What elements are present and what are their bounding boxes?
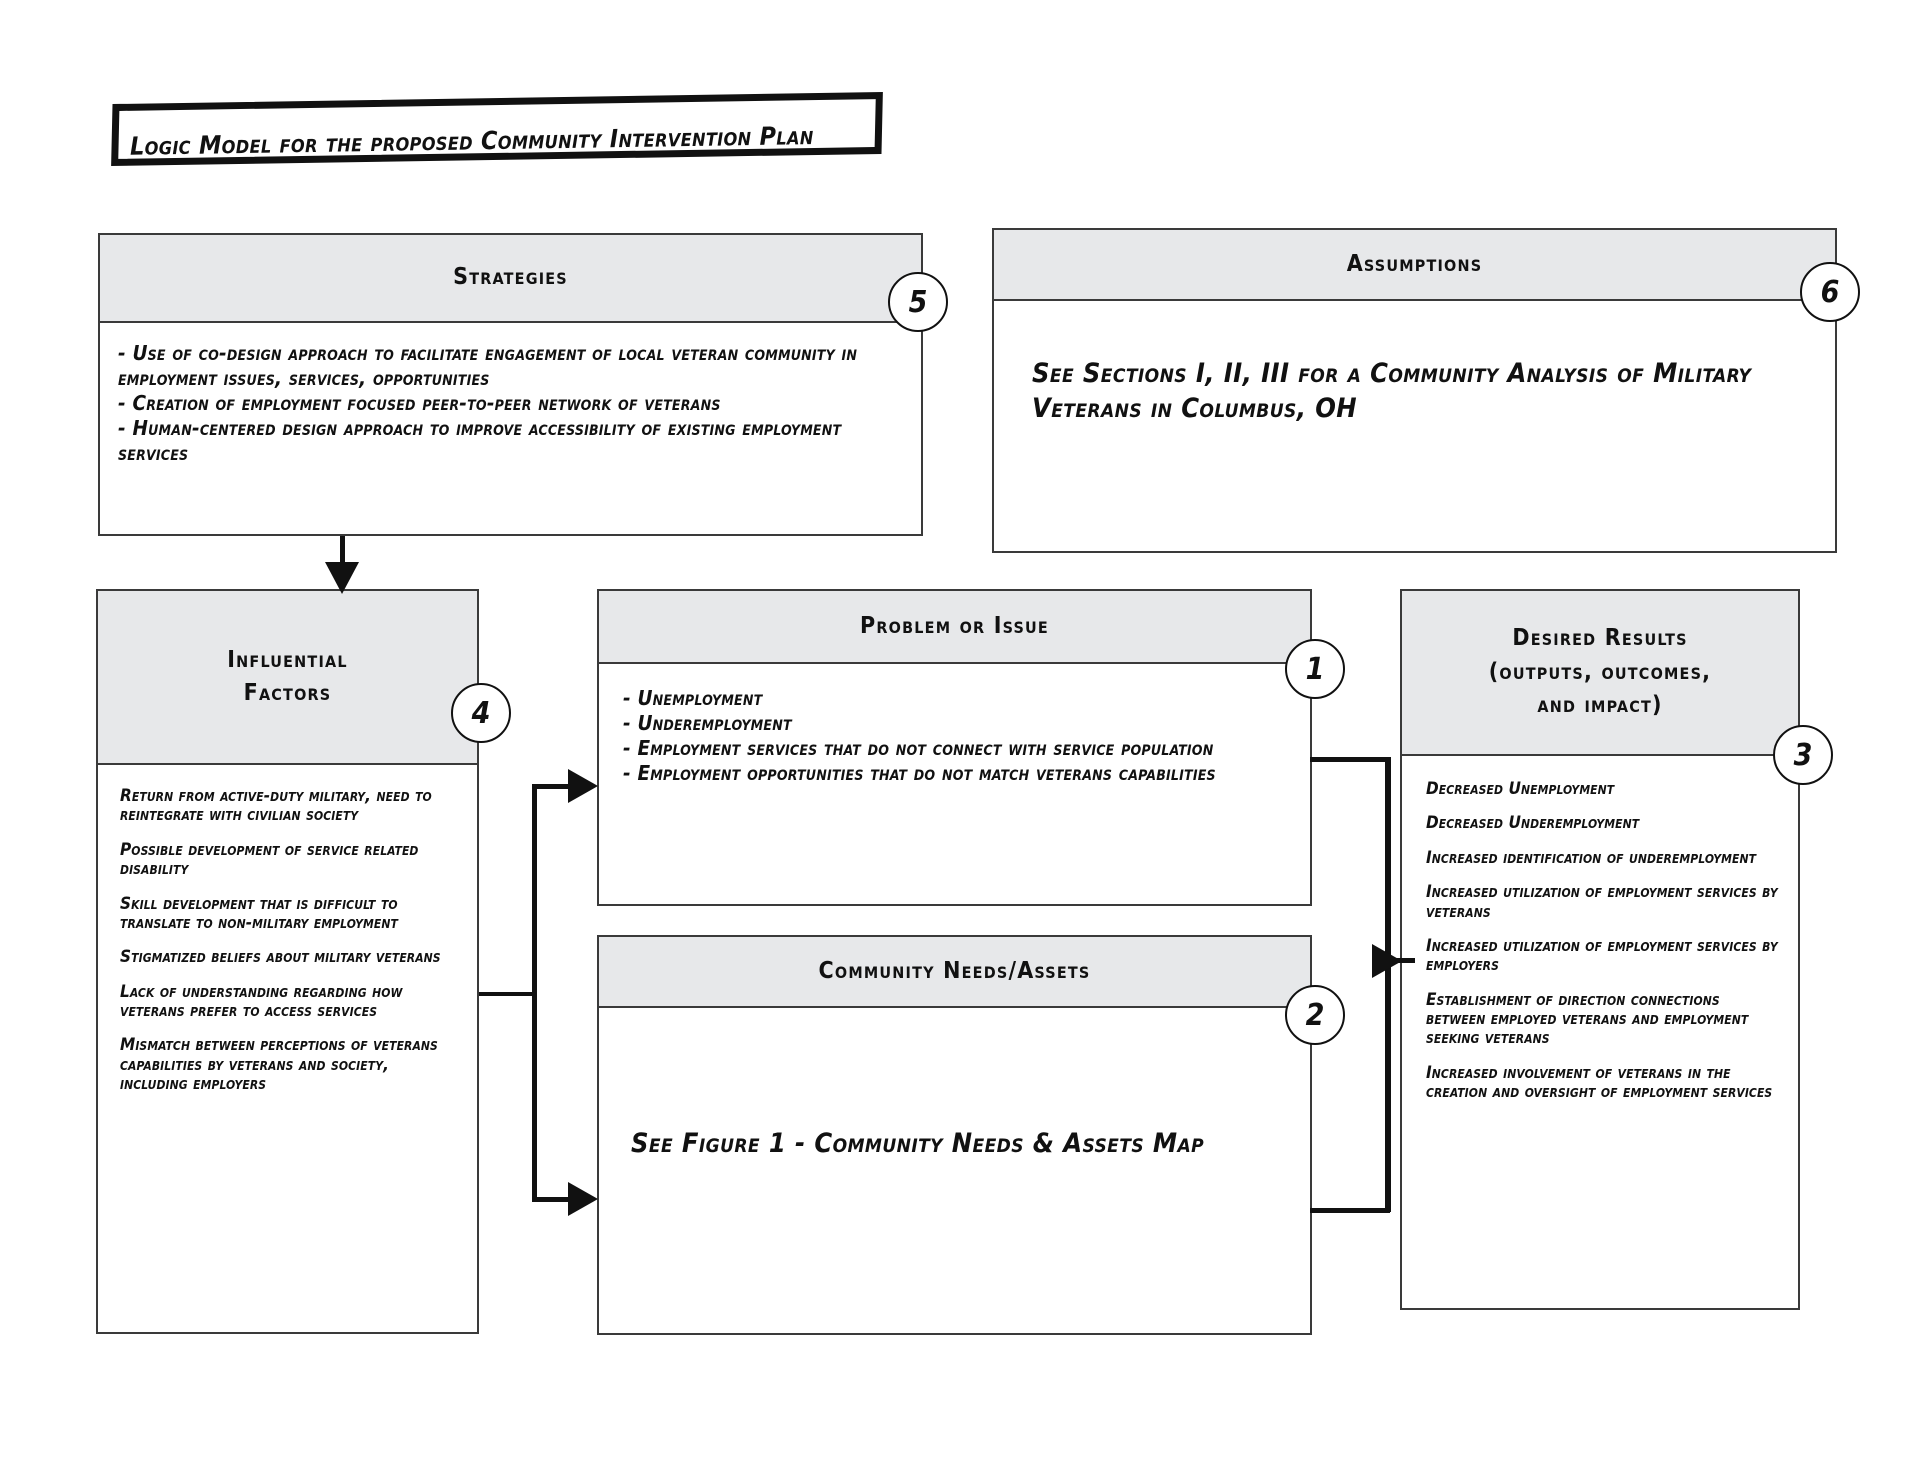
list-item: Increased identification of underemploym… xyxy=(1426,847,1757,868)
panel-strategies: Strategies - Use of co-design approach t… xyxy=(98,233,923,536)
connector-needs-out xyxy=(1310,1208,1390,1213)
influential-factors-body: Return from active-duty military, need t… xyxy=(98,765,477,1095)
panel-desired-results: Desired Results (outputs, outcomes, and … xyxy=(1400,589,1800,1310)
arrowhead-to-desired-results xyxy=(1372,944,1402,978)
strategies-header: Strategies xyxy=(100,235,921,323)
strategies-header-label: Strategies xyxy=(453,264,568,291)
assumptions-header-label: Assumptions xyxy=(1346,250,1483,277)
problem-body: - Unemployment - Underemployment - Emplo… xyxy=(599,664,1310,786)
list-item: Mismatch between perceptions of veterans… xyxy=(120,1035,438,1095)
desired-results-header-line3: and impact) xyxy=(1537,692,1663,719)
desired-results-header-line2: (outputs, outcomes, xyxy=(1488,658,1712,685)
connector-factors-to-problem xyxy=(532,784,579,789)
list-item: Possible development of service related … xyxy=(120,839,419,880)
community-needs-header: Community Needs/Assets xyxy=(599,937,1310,1008)
desired-results-header: Desired Results (outputs, outcomes, and … xyxy=(1402,591,1798,756)
community-needs-body: See Figure 1 - Community Needs & Assets … xyxy=(599,1008,1310,1161)
badge-3: 3 xyxy=(1773,725,1833,785)
arrowhead-factors-to-needs xyxy=(568,1182,598,1216)
list-item: Skill development that is difficult to t… xyxy=(120,893,398,933)
badge-1: 1 xyxy=(1285,639,1345,699)
strategies-body: - Use of co-design approach to facilitat… xyxy=(100,323,921,476)
assumptions-body: See Sections I, II, III for a Community … xyxy=(994,301,1835,426)
list-item: Lack of understanding regarding how vete… xyxy=(120,981,403,1021)
connector-factors-stem xyxy=(479,992,537,996)
connector-factors-riser xyxy=(532,784,537,1202)
arrowhead-strategies-to-factors xyxy=(325,562,359,594)
list-item: Increased utilization of employment serv… xyxy=(1426,935,1778,976)
panel-influential-factors: Influential Factors Return from active-d… xyxy=(96,589,479,1334)
list-item: Return from active-duty military, need t… xyxy=(120,786,432,826)
panel-problem-or-issue: Problem or Issue - Unemployment - Undere… xyxy=(597,589,1312,906)
desired-results-list: Decreased Unemployment Decreased Underem… xyxy=(1426,779,1778,1103)
list-item: Increased utilization of employment serv… xyxy=(1426,882,1778,922)
badge-6: 6 xyxy=(1800,262,1860,322)
desired-results-header-line1: Desired Results xyxy=(1512,625,1688,652)
problem-text: - Unemployment - Underemployment - Emplo… xyxy=(623,686,1216,785)
badge-4: 4 xyxy=(451,683,511,743)
connector-factors-to-needs xyxy=(532,1197,579,1202)
list-item: Increased involvement of veterans in the… xyxy=(1426,1062,1773,1103)
influential-factors-header: Influential Factors xyxy=(98,591,477,765)
connector-strategies-to-factors xyxy=(340,536,345,576)
connector-problem-out xyxy=(1310,757,1390,762)
list-item: Establishment of direction connections b… xyxy=(1426,989,1749,1049)
assumptions-text: See Sections I, II, III for a Community … xyxy=(1032,358,1752,425)
panel-assumptions: Assumptions See Sections I, II, III for … xyxy=(992,228,1837,553)
community-needs-header-label: Community Needs/Assets xyxy=(818,957,1091,984)
arrowhead-factors-to-problem xyxy=(568,769,598,803)
connector-merge-riser xyxy=(1385,757,1391,1212)
list-item: Stigmatized beliefs about military veter… xyxy=(120,947,441,968)
badge-5: 5 xyxy=(888,272,948,332)
panel-community-needs-assets: Community Needs/Assets See Figure 1 - Co… xyxy=(597,935,1312,1335)
list-item: Decreased Unemployment xyxy=(1426,779,1615,799)
influential-factors-header-line2: Factors xyxy=(243,680,332,706)
influential-factors-header-line1: Influential xyxy=(227,646,348,673)
desired-results-body: Decreased Unemployment Decreased Underem… xyxy=(1402,756,1798,1103)
list-item: Decreased Underemployment xyxy=(1426,813,1640,834)
community-needs-text: See Figure 1 - Community Needs & Assets … xyxy=(631,1128,1205,1159)
problem-header: Problem or Issue xyxy=(599,591,1310,664)
problem-header-label: Problem or Issue xyxy=(860,612,1049,639)
badge-2: 2 xyxy=(1285,985,1345,1045)
influential-factors-list: Return from active-duty military, need t… xyxy=(120,786,459,1095)
strategies-text: - Use of co-design approach to facilitat… xyxy=(118,341,858,465)
assumptions-header: Assumptions xyxy=(994,230,1835,301)
